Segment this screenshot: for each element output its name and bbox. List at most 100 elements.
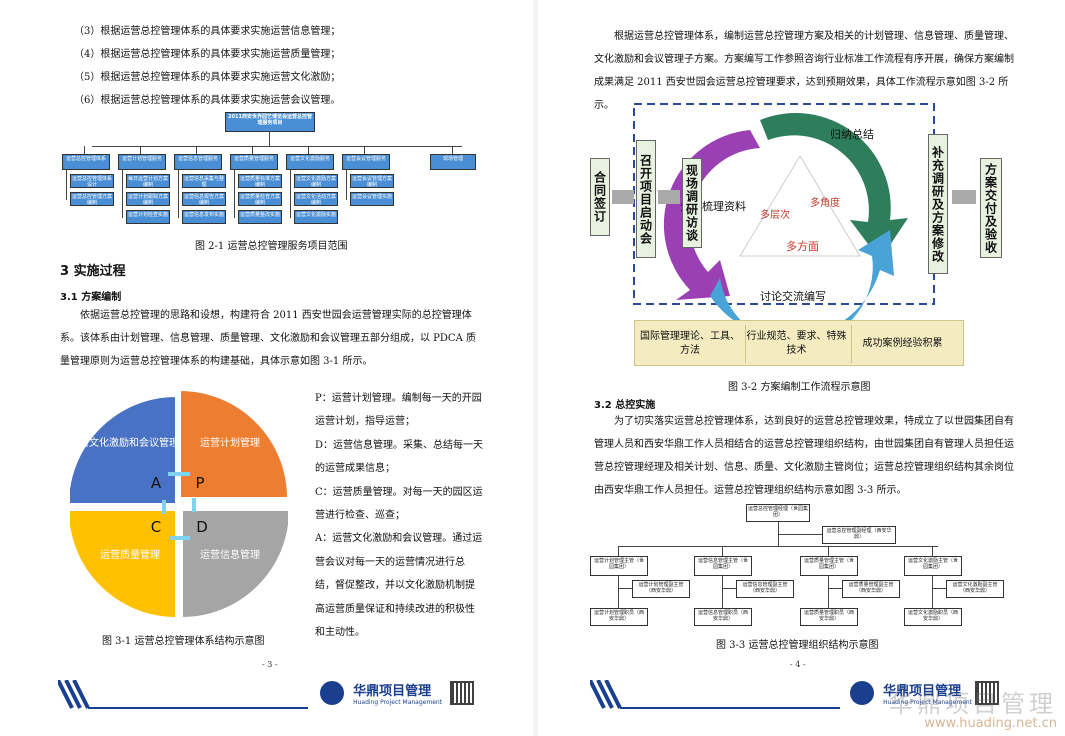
org-branch-box: 运营计划管理服务 xyxy=(118,154,166,170)
footer-logo: 华鼎项目管理 Huading Project Management xyxy=(850,680,972,706)
org-box-supervisor: 运营信息管理主管（世园集团） xyxy=(694,556,752,576)
caption-fig-2-1: 图 2-1 运营总控管理服务项目范围 xyxy=(195,241,348,252)
explanation-line: P：运营计划管理。编制每一天的开园 xyxy=(315,393,482,404)
huading-logo-icon xyxy=(850,681,874,705)
explanation-line: 高运营质量保证和持续改进的积极性 xyxy=(315,603,475,615)
org-box-staff: 运营质量管理职员（西安华鼎） xyxy=(800,608,858,626)
quadrant-A xyxy=(70,394,177,505)
triangle-label-2: 多角度 xyxy=(810,196,840,209)
explanation-line: 结，督促整改，并以文化激励机制提 xyxy=(315,580,475,592)
body-paragraph: 根据运营总控管理体系，编制运营总控管理方案及相关的计划管理、信息管理、质量管理、… xyxy=(594,31,1014,111)
caption-fig-3-1: 图 3-1 运营总控管理体系结构示意图 xyxy=(102,636,265,647)
org-sub-box: 运营质量检查方案编制 xyxy=(238,192,282,206)
arc-label-top: 归纳总结 xyxy=(830,127,874,141)
caption-fig-3-3: 图 3-3 运营总控管理组织结构示意图 xyxy=(716,640,879,651)
heading-3: 3 实施过程 xyxy=(60,264,126,279)
org-box-deputy: 运营总控管理副经理（西安华鼎） xyxy=(822,526,896,544)
org-box-deputy-supervisor: 运营信息管理副主管（西安华鼎） xyxy=(736,580,794,598)
explanation-line: 运营计划，指导运营； xyxy=(315,416,415,428)
box-contract: 合同签订 xyxy=(590,158,610,236)
footer-logo: 华鼎项目管理 Huading Project Management xyxy=(320,680,442,706)
triangle xyxy=(739,155,861,257)
org-box-deputy-supervisor: 运营质量管理副主管（西安华鼎） xyxy=(842,580,900,598)
box-deliver: 方案交付及验收 xyxy=(980,158,1002,258)
org-branch-box: 运营总控管理体系 xyxy=(62,154,110,170)
heading-3-2: 3.2 总控实施 xyxy=(594,400,656,411)
org-branch-box: 运营质量管理服务 xyxy=(230,154,278,170)
org-sub-box: 运营文化活动方案编制 xyxy=(294,192,338,206)
footer-brand-cn: 华鼎项目管理 xyxy=(883,684,962,699)
letter-D: D xyxy=(196,518,208,536)
arc-blue xyxy=(710,230,894,344)
watermark-title: 华鼎项目管理 xyxy=(889,690,1057,718)
org-sub-box: 运营质量标准方案编制 xyxy=(238,174,282,188)
org-box-staff: 运营计划管理职员（西安华鼎） xyxy=(590,608,648,626)
org-sub-box: 运营信息发布实施 xyxy=(182,210,226,224)
org-top-box: 2011西安世界园艺博览会运营总控管理服务项目 xyxy=(225,112,315,132)
quadrant-D-label: 运营信息管理 xyxy=(200,548,260,561)
org-box-deputy-supervisor: 运营文化激励副主管（西安华鼎） xyxy=(946,580,1004,598)
letter-A: A xyxy=(151,474,162,492)
huading-logo-icon xyxy=(320,681,344,705)
explanation-line: 营进行检查、巡查； xyxy=(315,510,405,521)
right-page: 根据运营总控管理体系，编制运营总控管理方案及相关的计划管理、信息管理、质量管理、… xyxy=(538,0,1065,736)
box-revise: 补充调研及方案修改 xyxy=(928,134,948,274)
watermark-url: www.huading.net.cn xyxy=(924,716,1057,731)
qr-code-icon xyxy=(975,681,999,705)
footer-stripe-icon xyxy=(590,680,840,709)
basis-bar: 国际管理理论、工具、方法 行业规范、要求、特殊技术 成功案例经验积累 xyxy=(634,320,964,366)
figure-3-1-pdca: 运营文化激励和会议管理 运营计划管理 运营质量管理 运营信息管理 A P C D xyxy=(70,388,288,620)
list-item: （3）根据运营总控管理体系的具体要求实施运营信息管理； xyxy=(74,26,341,37)
explanation-line: D：运营信息管理。采集、总结每一天 xyxy=(315,439,484,451)
footer-stripe-icon xyxy=(58,680,308,709)
org-branch-box: 现场管理 xyxy=(430,154,476,170)
org-box-supervisor: 运营文化激励主管（世园集团） xyxy=(904,556,962,576)
explanation-line: 营会议对每一天的运营情况进行总 xyxy=(315,556,465,568)
org-box-supervisor: 运营质量管理主管（世园集团） xyxy=(800,556,858,576)
footer-brand-en: Huading Project Management xyxy=(353,699,443,706)
org-sub-box: 运营文化激励方案编制 xyxy=(294,174,338,188)
org-sub-box: 运营会议管理方案编制 xyxy=(350,174,394,188)
quadrant-A-label: 运营文化激励和会议管理 xyxy=(70,436,179,449)
quadrant-P xyxy=(179,388,288,499)
explanation-line: 的运营成果信息； xyxy=(315,463,395,475)
basis-1: 国际管理理论、工具、方法 xyxy=(640,331,740,356)
explanation-line: A：运营文化激励和会议管理。通过运 xyxy=(315,533,483,545)
page-number: - 3 - xyxy=(262,660,278,669)
org-box-deputy-supervisor: 运营计划管理副主管（西安华鼎） xyxy=(632,580,690,598)
org-sub-box: 运营会议管理实施 xyxy=(350,192,394,206)
figure-2-1: 2011西安世界园艺博览会运营总控管理服务项目 运营总控管理体系运营总控管理体系… xyxy=(60,112,480,232)
figure-3-3: 运营总控管理经理（世园集团） 运营总控管理副经理（西安华鼎） 运营计划管理主管（… xyxy=(588,500,1020,630)
org-box-manager: 运营总控管理经理（世园集团） xyxy=(746,504,810,522)
org-sub-box: 运营信息报告方案编制 xyxy=(182,192,226,206)
triangle-label-3: 多方面 xyxy=(786,239,819,253)
body-paragraph: 为了切实落实运营总控管理体系，达到良好的运营总控管理效果，特成立了以世园集团自有… xyxy=(594,416,1014,496)
org-sub-box: 运营文化激励实施 xyxy=(294,210,338,224)
quadrant-C xyxy=(70,509,177,620)
org-sub-box: 运营总控管理方案编制 xyxy=(70,192,114,206)
letter-P: P xyxy=(195,474,204,492)
qr-code-icon xyxy=(450,681,474,705)
arc-purple xyxy=(663,130,760,300)
basis-2: 行业规范、要求、特殊技术 xyxy=(745,325,847,363)
org-sub-box: 运营计划跟踪方案编制 xyxy=(126,192,170,206)
quadrant-D xyxy=(181,509,288,620)
org-sub-box: 运营计划检查实施 xyxy=(126,210,170,224)
org-sub-box: 运营质量整改实施 xyxy=(238,210,282,224)
org-box-staff: 运营信息管理职员（西安华鼎） xyxy=(694,608,752,626)
footer-brand-cn: 华鼎项目管理 xyxy=(353,684,432,699)
body-paragraph: 依据运营总控管理的思路和设想，构建符合 2011 西安世园会运营管理实际的总控管… xyxy=(60,310,476,367)
triangle-label-1: 多层次 xyxy=(760,208,790,221)
org-box-staff: 运营文化激励职员（西安华鼎） xyxy=(904,608,962,626)
explanation-line: 和主动性。 xyxy=(315,627,365,638)
explanation-line: C：运营质量管理。对每一天的园区运 xyxy=(315,486,483,498)
list-item: （6）根据运营总控管理体系的具体要求实施运营会议管理。 xyxy=(74,95,341,106)
quadrant-P-label: 运营计划管理 xyxy=(200,436,260,449)
page-number: - 4 - xyxy=(790,660,806,669)
footer-brand-en: Huading Project Management xyxy=(883,699,973,706)
box-survey: 现场调研访谈 xyxy=(682,158,702,248)
org-sub-box: 运营信息采集与整理 xyxy=(182,174,226,188)
flow-arrow-icon xyxy=(952,190,976,204)
letter-C: C xyxy=(151,518,161,536)
org-sub-box: 运营总控管理体系设计 xyxy=(70,174,114,188)
